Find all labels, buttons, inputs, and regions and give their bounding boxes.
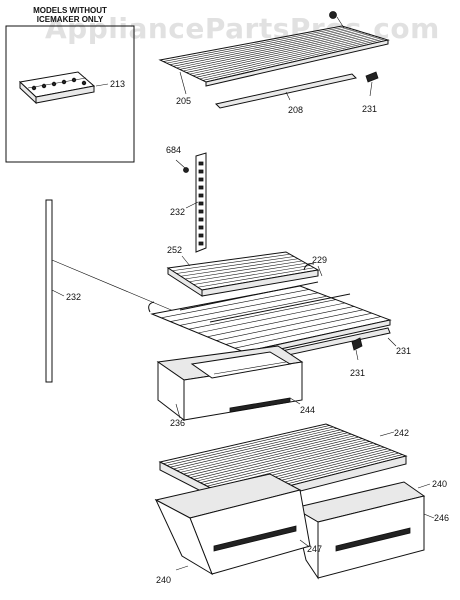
hatch-line [180, 258, 299, 277]
hatch-line [166, 27, 349, 64]
hatch-line [169, 28, 352, 66]
meat-pan-part-236 [156, 345, 304, 422]
hatch-line [207, 444, 377, 487]
bracket-slot [198, 209, 204, 214]
knob-part [329, 11, 337, 19]
label-684: 684 [166, 145, 181, 155]
hatch-line [188, 299, 337, 330]
label-252: 252 [167, 245, 182, 255]
hatch-line [234, 316, 382, 349]
hatch-line [200, 441, 370, 484]
bracket-slot [198, 233, 204, 238]
bracket-slot [198, 201, 204, 206]
cover-part-252 [166, 251, 320, 297]
clip-part-231-mid [351, 337, 363, 351]
hatch-line [189, 262, 307, 283]
label-242: 242 [394, 428, 409, 438]
hatch-line [170, 292, 319, 322]
crisper-drawer-left [154, 473, 311, 576]
hatch-line [199, 37, 382, 80]
label-240-left: 240 [156, 575, 171, 585]
label-232-upper: 232 [170, 207, 185, 217]
hatch-line [196, 439, 367, 482]
hatch-line [196, 36, 379, 78]
side-rail-part-232-left [45, 199, 53, 383]
label-231-top: 231 [362, 104, 377, 114]
hatch-line [163, 26, 346, 62]
hatch-line [179, 31, 362, 70]
hatch-line [166, 426, 334, 466]
hatch-line [182, 32, 366, 72]
hatch-line [170, 428, 337, 468]
label-236: 236 [170, 418, 185, 428]
label-205: 205 [176, 96, 191, 106]
hatch-line [176, 430, 345, 471]
hatch-line [190, 436, 359, 478]
hatch-line [184, 260, 303, 280]
bracket-slot [198, 241, 204, 246]
hatch-line [189, 34, 372, 75]
bracket-slot [198, 225, 204, 230]
label-240-right: 240 [432, 479, 447, 489]
inset-title-line2: ICEMAKER ONLY [37, 15, 104, 24]
hatch-line [173, 429, 341, 470]
label-246: 246 [434, 513, 449, 523]
hatch-line [193, 438, 363, 480]
inset-title-line1: MODELS WITHOUT [33, 6, 107, 15]
hatch-line [207, 306, 355, 338]
inset-box: MODELS WITHOUT ICEMAKER ONLY 213 [5, 6, 135, 163]
hatch-line [186, 33, 369, 73]
hatch-line [192, 35, 375, 77]
bracket-slot [198, 169, 204, 174]
hatch-line [197, 302, 346, 334]
hatch-line [225, 312, 373, 345]
bracket-slot [198, 185, 204, 190]
screw-part-684 [183, 167, 189, 173]
hatch-line [202, 38, 385, 81]
bracket-slot [198, 177, 204, 182]
support-bracket-part-232-upper [195, 152, 207, 253]
label-231-right: 231 [396, 346, 411, 356]
label-229: 229 [312, 255, 327, 265]
hatch-line [216, 309, 364, 341]
wire-shelf-part-205 [158, 25, 390, 87]
crisper-drawer-right [292, 481, 426, 580]
label-208: 208 [288, 105, 303, 115]
hatch-line [203, 442, 374, 485]
hatch-line [186, 435, 356, 477]
hatch-line [176, 30, 359, 69]
label-232-left: 232 [66, 292, 81, 302]
label-244: 244 [300, 405, 315, 415]
hatch-line [172, 253, 291, 272]
trim-strip-part-208 [215, 73, 357, 109]
hatch-line [180, 432, 348, 473]
ice-tray-part-213 [18, 71, 96, 105]
hatch-line [161, 289, 310, 319]
bracket-slot [198, 217, 204, 222]
bracket-slot [198, 161, 204, 166]
hatch-line [176, 256, 295, 274]
bracket-slot [198, 193, 204, 198]
label-213: 213 [110, 79, 125, 89]
hatch-line [179, 295, 328, 326]
hatch-line [173, 29, 356, 67]
clip-part-231-top [365, 71, 379, 83]
hatch-line [183, 433, 352, 475]
hatch-line [197, 267, 315, 288]
label-247: 247 [307, 544, 322, 554]
label-231-mid: 231 [350, 368, 365, 378]
hatch-line [163, 425, 330, 465]
hatch-line [193, 265, 311, 285]
